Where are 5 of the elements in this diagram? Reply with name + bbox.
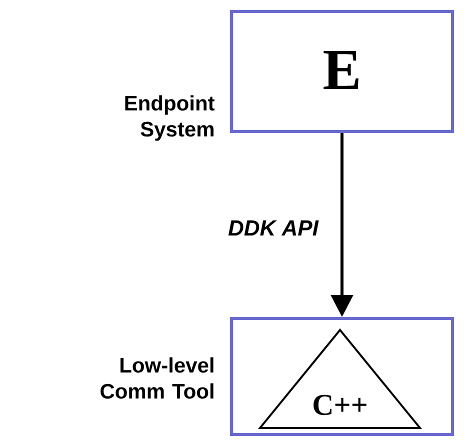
box-caption: Low-level Comm Tool bbox=[100, 357, 214, 399]
system-box: E bbox=[230, 10, 454, 133]
tool-box: C++ bbox=[230, 316, 454, 436]
edge-label: DDK API bbox=[228, 220, 319, 236]
box-caption: Endpoint System bbox=[125, 95, 215, 141]
